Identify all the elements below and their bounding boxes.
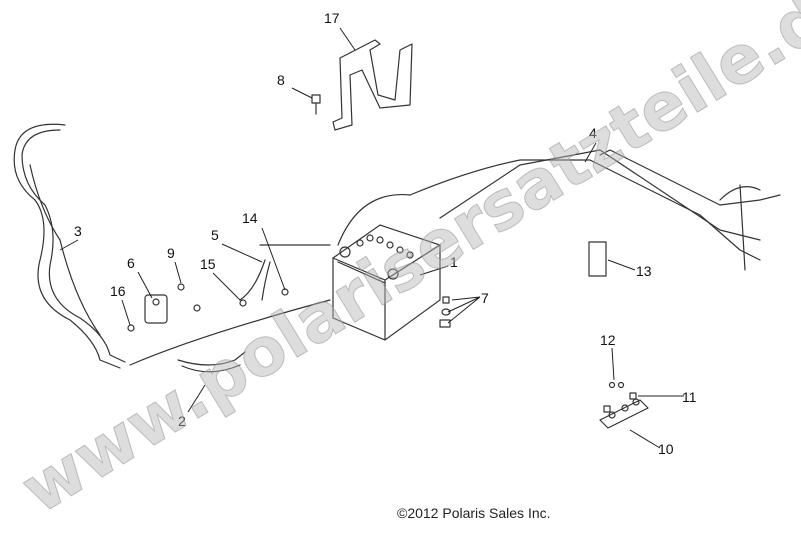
callout-4: 4 — [589, 125, 597, 141]
screws[interactable] — [603, 381, 637, 413]
callout-9: 9 — [167, 245, 175, 261]
callout-12: 12 — [600, 332, 616, 348]
wire-harness[interactable] — [13, 123, 126, 369]
battery-cable-harness[interactable] — [259, 149, 781, 271]
warning-label[interactable] — [588, 241, 607, 277]
callout-5: 5 — [211, 227, 219, 243]
callout-14: 14 — [242, 210, 258, 226]
ground-cable[interactable] — [129, 299, 331, 373]
hardware-nut[interactable] — [127, 283, 289, 332]
callout-7: 7 — [481, 290, 489, 306]
copyright-notice: ©2012 Polaris Sales Inc. — [397, 505, 551, 521]
callout-2: 2 — [178, 413, 186, 429]
solenoid[interactable] — [144, 294, 168, 324]
bolt[interactable] — [311, 94, 321, 115]
callout-15: 15 — [200, 256, 216, 272]
callout-6: 6 — [127, 255, 135, 271]
battery[interactable] — [332, 224, 441, 341]
leader-lines — [59, 27, 684, 449]
callout-10: 10 — [658, 441, 674, 457]
callout-3: 3 — [74, 223, 82, 239]
callout-16: 16 — [110, 283, 126, 299]
terminal-block[interactable] — [599, 398, 649, 429]
callout-17: 17 — [324, 10, 340, 26]
terminal-hardware[interactable] — [439, 296, 451, 328]
callout-13: 13 — [636, 263, 652, 279]
battery-bracket[interactable] — [332, 39, 413, 131]
callout-1: 1 — [450, 254, 458, 270]
cable[interactable] — [239, 259, 271, 301]
callout-11: 11 — [682, 389, 697, 405]
callout-8: 8 — [277, 72, 285, 88]
